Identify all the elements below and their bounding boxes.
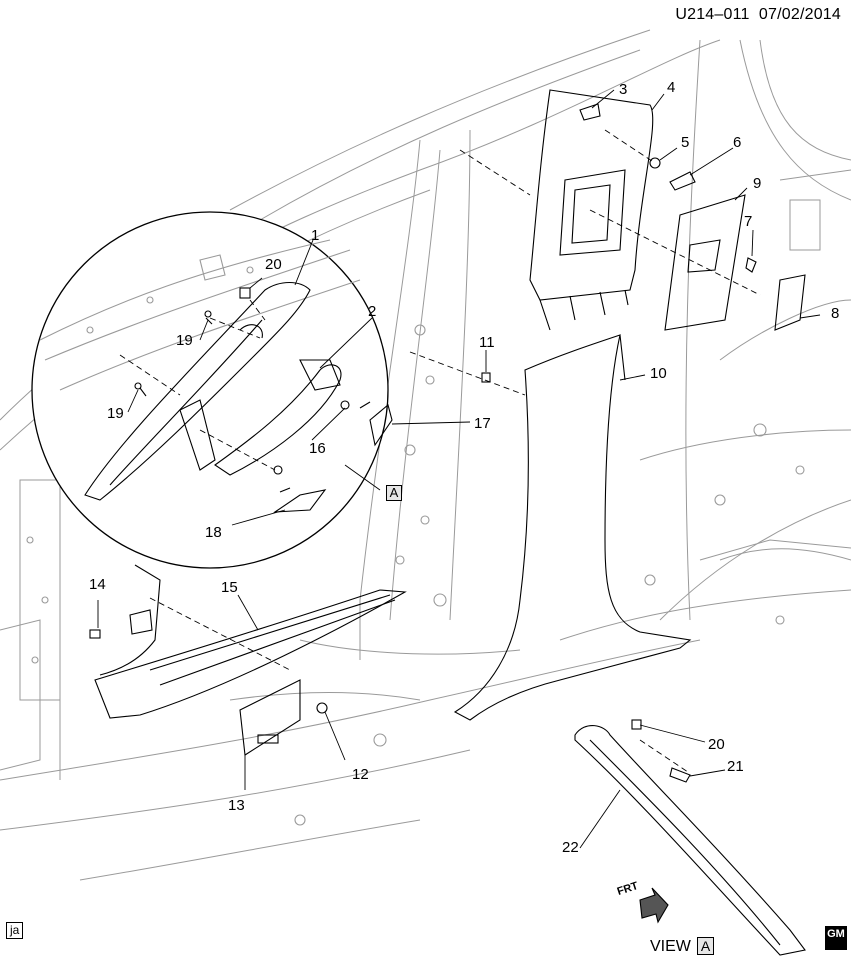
- callout-15: 15: [221, 579, 238, 596]
- callout-19b: 19: [107, 405, 124, 422]
- callout-4: 4: [667, 79, 676, 96]
- callout-1: 1: [311, 227, 320, 244]
- part-20-clip: [239, 287, 251, 299]
- callout-13: 13: [228, 797, 245, 814]
- callout-20a: 20: [265, 256, 282, 273]
- callout-20b: 20: [708, 736, 725, 753]
- part-18-cap: [273, 489, 327, 513]
- gm-logo-icon: GM: [825, 926, 847, 950]
- callout-12: 12: [352, 766, 369, 783]
- part-14-connector: [129, 609, 153, 635]
- body-holes: [26, 324, 805, 826]
- front-arrow-icon: [639, 887, 669, 924]
- callout-14: 14: [89, 576, 106, 593]
- part-7-spring: [745, 257, 757, 273]
- part-12-plug: [316, 702, 328, 714]
- part-3-clip: [579, 103, 601, 121]
- callout-16: 16: [309, 440, 326, 457]
- callout-2: 2: [368, 303, 377, 320]
- callout-22: 22: [562, 839, 579, 856]
- diagram-header: U214–011 07/02/2014: [675, 6, 841, 24]
- callout-10: 10: [650, 365, 667, 382]
- part-6-bracket: [669, 171, 696, 191]
- detail-circle-background: [39, 239, 361, 391]
- callout-6: 6: [733, 134, 742, 151]
- part-22-a-pillar-trim: [574, 725, 806, 956]
- view-a-reference-box: A: [386, 485, 402, 501]
- view-label-box: A: [697, 937, 714, 955]
- part-8-bracket: [774, 274, 806, 331]
- part-10-lower-pillar-trim: [453, 334, 692, 721]
- callout-7: 7: [744, 213, 753, 230]
- part-20-lower-clip: [631, 719, 642, 730]
- diagram-date: 07/02/2014: [758, 6, 841, 23]
- part-17-cap: [369, 404, 393, 447]
- part-1-upper-trim: [84, 281, 311, 501]
- callout-11: 11: [479, 334, 495, 351]
- callout-19a: 19: [176, 332, 193, 349]
- body-structure: [0, 29, 851, 881]
- part-13-step-trim: [239, 679, 301, 756]
- callout-18: 18: [205, 524, 222, 541]
- diagram-id: U214–011: [675, 6, 750, 23]
- callout-8: 8: [831, 305, 840, 322]
- part-4-upper-pillar-trim: [529, 89, 654, 301]
- part-11-clip: [481, 372, 491, 383]
- callout-17: 17: [474, 415, 491, 432]
- part-15-sill-plate: [94, 589, 407, 719]
- view-label: VIEW: [650, 938, 691, 955]
- exploded-view-lines: [119, 129, 761, 773]
- callout-leaders: [97, 89, 821, 849]
- part-21-clip: [669, 767, 691, 783]
- callout-9: 9: [753, 175, 762, 192]
- part-9-guide-panel: [664, 194, 746, 331]
- callout-21: 21: [727, 758, 744, 775]
- callout-3: 3: [619, 81, 628, 98]
- part-5-fastener: [649, 157, 661, 169]
- part-2-grab-handle: [214, 364, 342, 476]
- artist-tag: ja: [6, 922, 24, 939]
- callout-5: 5: [681, 134, 690, 151]
